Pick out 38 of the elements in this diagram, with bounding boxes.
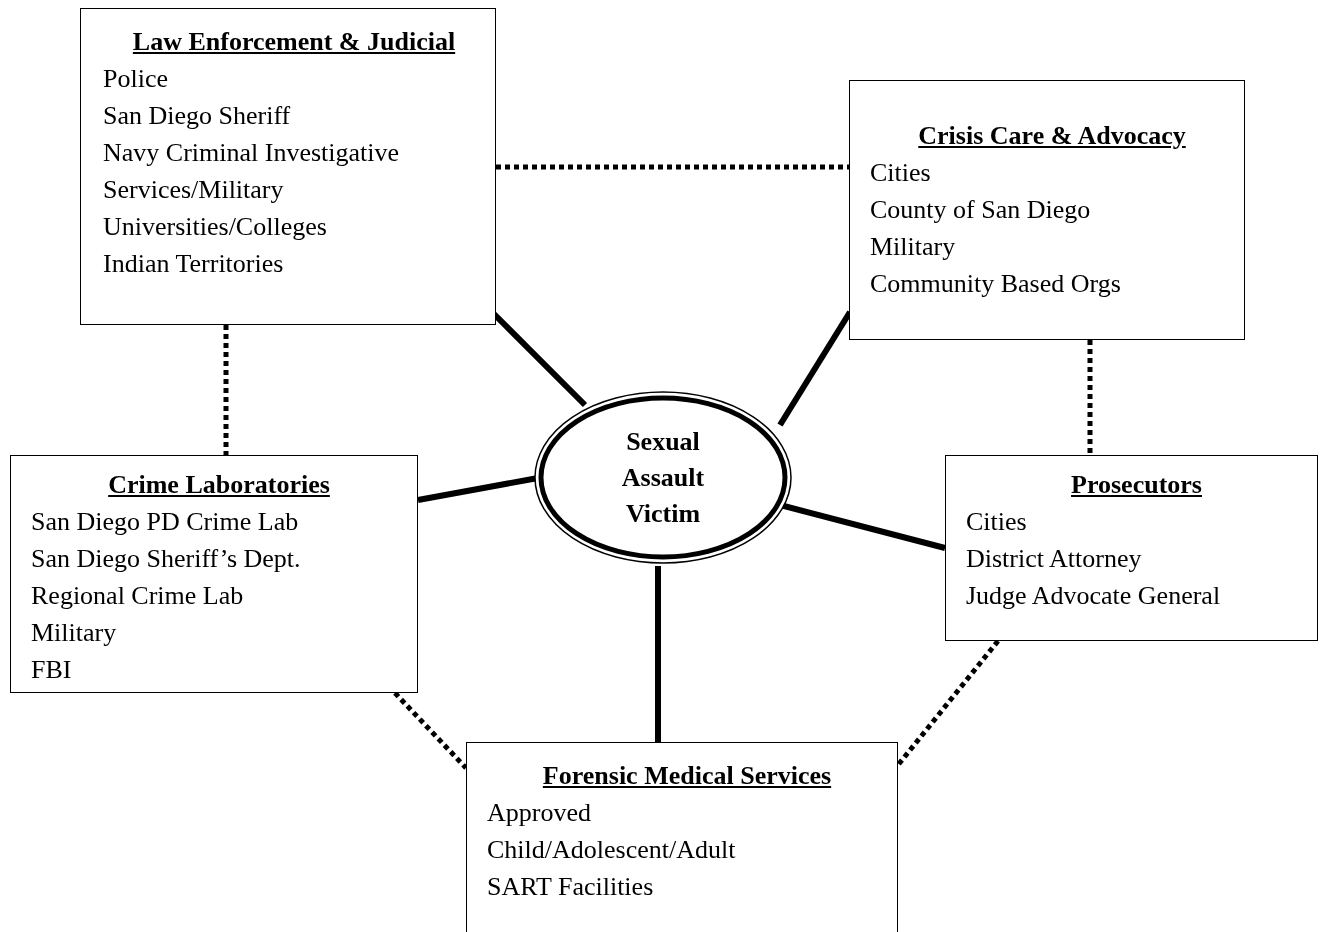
agency-item: Navy Criminal Investigative Services/Military xyxy=(103,137,401,206)
dotted-connector xyxy=(896,639,1000,767)
agency-item: Community Based Orgs xyxy=(870,268,1122,300)
box-heading: Crisis Care & Advocacy xyxy=(918,120,1186,152)
agency-item: San Diego Sheriff’s Dept. xyxy=(31,543,302,575)
box-heading: Forensic Medical Services xyxy=(542,760,832,792)
agency-box xyxy=(466,742,898,932)
agency-item: District Attorney xyxy=(966,543,1143,575)
dotted-connector xyxy=(223,325,229,455)
agency-item: Judge Advocate General xyxy=(966,580,1222,612)
agency-item: Military xyxy=(31,617,118,649)
agency-item: Cities xyxy=(870,157,932,189)
agency-item: Universities/Colleges xyxy=(103,211,328,243)
agency-item: San Diego PD Crime Lab xyxy=(31,506,300,538)
agency-item: San Diego Sheriff xyxy=(103,100,292,132)
agency-box xyxy=(945,455,1318,641)
box-heading: Law Enforcement & Judicial xyxy=(132,26,456,58)
agency-item: County of San Diego xyxy=(870,194,1092,226)
agency-item: Approved xyxy=(487,797,592,829)
center-label: Sexual Assault Victim xyxy=(620,425,706,530)
agency-box xyxy=(80,8,496,325)
box-heading: Prosecutors xyxy=(1071,469,1202,501)
dotted-connector xyxy=(393,691,468,770)
agency-item: FBI xyxy=(31,654,73,686)
agency-item: SART Facilities xyxy=(487,871,655,903)
dotted-connector xyxy=(496,164,849,170)
box-heading: Crime Laboratories xyxy=(108,469,330,501)
thick-connector xyxy=(655,566,661,742)
agency-item: Indian Territories xyxy=(103,248,285,280)
agency-item: Cities xyxy=(966,506,1028,538)
agency-box xyxy=(849,80,1245,340)
victim-ellipse xyxy=(533,390,793,565)
agency-item: Military xyxy=(870,231,957,263)
agency-item: Child/Adolescent/Adult xyxy=(487,834,737,866)
agency-box xyxy=(10,455,418,693)
agency-item: Regional Crime Lab xyxy=(31,580,245,612)
dotted-connector xyxy=(1087,340,1093,455)
agency-item: Police xyxy=(103,63,169,95)
